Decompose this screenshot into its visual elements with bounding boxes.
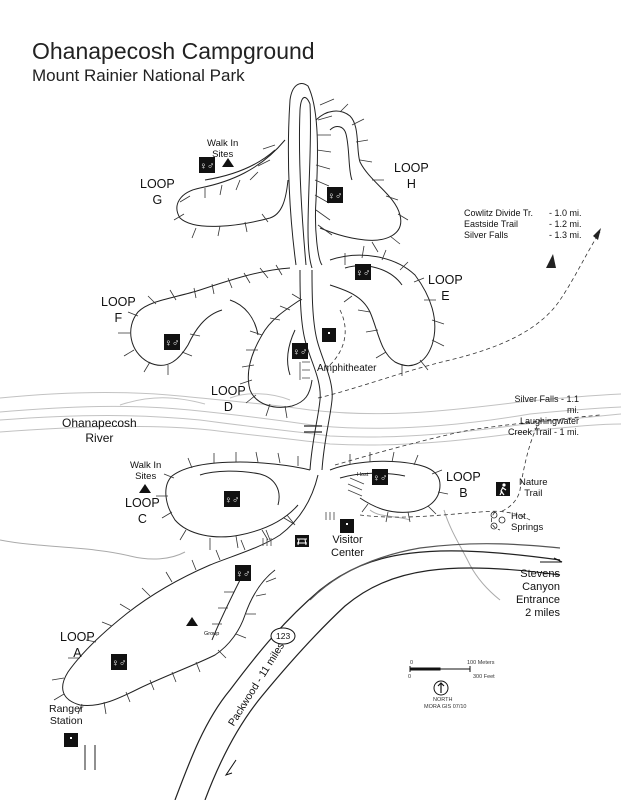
svg-text:♀♂: ♀♂ — [200, 161, 215, 172]
amphitheater-label[interactable]: Amphitheater — [317, 363, 377, 374]
route-shield — [270, 627, 296, 645]
host-site-label: Host — [357, 472, 369, 478]
north-label: NORTH — [433, 697, 453, 703]
parking-lots — [262, 361, 365, 546]
ranger-road — [84, 745, 96, 770]
creek — [0, 509, 501, 601]
trails — [317, 231, 601, 531]
trail-distances-top: Cowlitz Divide Tr.- 1.0 mi. Eastside Tra… — [464, 208, 582, 240]
river — [0, 391, 621, 446]
svg-text:♀♂: ♀♂ — [293, 347, 308, 358]
highway-123 — [174, 543, 561, 800]
svg-text:♀♂: ♀♂ — [112, 658, 127, 669]
road-arrow-packwood — [224, 759, 237, 776]
svg-text:♀♂: ♀♂ — [165, 338, 180, 349]
scale-zero-m-label: 0 — [410, 660, 414, 666]
bridge — [304, 425, 322, 433]
picnic-icon — [295, 535, 309, 547]
svg-text:♀♂: ♀♂ — [225, 495, 240, 506]
svg-text:♀♂: ♀♂ — [373, 473, 388, 484]
hot-springs-icon — [490, 511, 506, 530]
campground-roads — [62, 83, 441, 707]
trail-hiker-icon — [496, 482, 510, 496]
tent-icons — [139, 158, 234, 626]
scale-meters-label: 100 Meters — [467, 660, 495, 666]
campsite-spurs — [51, 98, 449, 715]
credit-label: MORA GIS 07/10 — [424, 704, 467, 710]
svg-text:♀♂: ♀♂ — [328, 191, 343, 202]
road-arrow-stevens — [540, 557, 563, 563]
svg-text:♀♂: ♀♂ — [236, 569, 251, 580]
scale-bar — [409, 666, 471, 672]
group-site-label: Group — [204, 631, 220, 637]
scale-feet-label: 300 Feet — [473, 674, 495, 680]
route-123-label: 123 — [276, 631, 291, 641]
trail-arrows — [546, 228, 601, 268]
scale-zero-label: 0 — [408, 674, 412, 680]
north-arrow-icon — [433, 680, 449, 696]
map-subtitle: Mount Rainier National Park — [32, 66, 245, 85]
info-icons — [64, 328, 354, 747]
trail-distances-mid: Silver Falls - 1.1 mi. Laughingwater Cre… — [507, 394, 579, 437]
restroom-icons: ♀♂ ♀♂ ♀♂ ♀♂ ♀♂ ♀♂ ♀♂ ♀♂ ♀♂ — [111, 157, 388, 670]
svg-text:♀♂: ♀♂ — [356, 268, 371, 279]
map-title: Ohanapecosh Campground — [32, 38, 315, 64]
